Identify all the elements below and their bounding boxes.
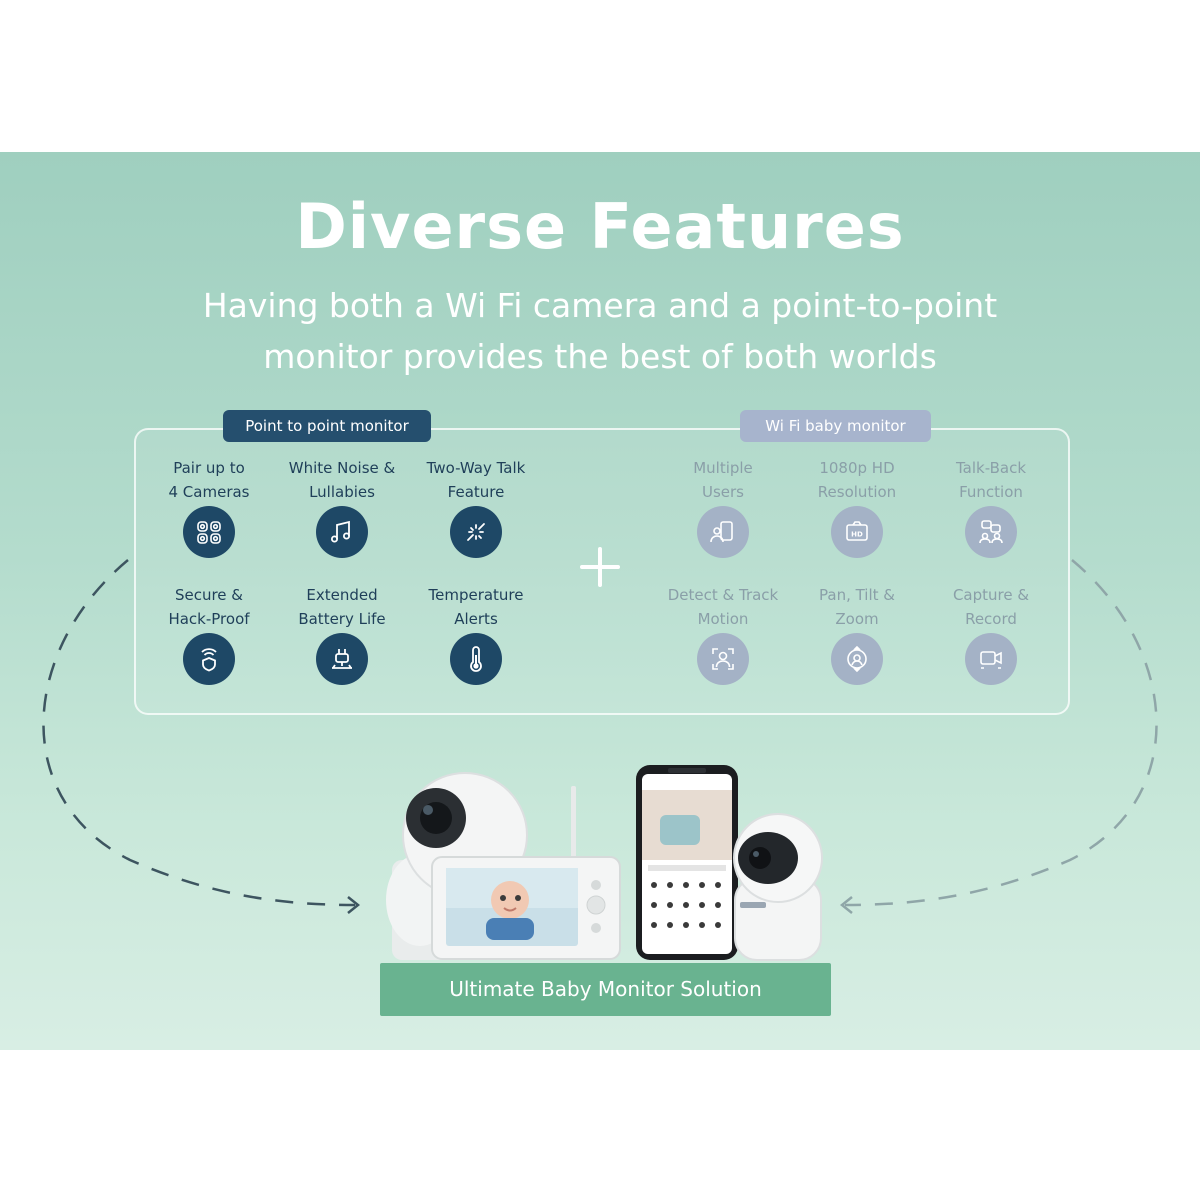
feature-label: Detect & Track Motion <box>667 586 779 628</box>
feature-label: Talk-Back Function <box>955 459 1027 501</box>
cameras-icon <box>183 506 235 558</box>
solution-banner-button: Ultimate Baby Monitor Solution <box>380 963 831 1016</box>
feature-two-way-talk: Two-Way Talk Feature <box>411 456 541 558</box>
feature-multiple-users: Multiple Users <box>658 456 788 558</box>
record-icon <box>965 633 1017 685</box>
shield-wifi-icon <box>183 633 235 685</box>
feature-label: Extended Battery Life <box>298 586 386 628</box>
svg-text:HD: HD <box>851 531 863 539</box>
feature-capture-record: Capture & Record <box>926 583 1056 685</box>
feature-pair-cameras: Pair up to 4 Cameras <box>144 456 274 558</box>
feature-talk-back: Talk-Back Function <box>926 456 1056 558</box>
feature-label: Multiple Users <box>693 459 753 501</box>
page-subtitle: Having both a Wi Fi camera and a point-t… <box>202 286 998 376</box>
feature-label: Secure & Hack-Proof <box>168 586 250 628</box>
pan-tilt-zoom-icon <box>831 633 883 685</box>
battery-plug-icon <box>316 633 368 685</box>
feature-label: Capture & Record <box>952 586 1030 628</box>
feature-battery: Extended Battery Life <box>277 583 407 685</box>
motion-track-icon <box>697 633 749 685</box>
feature-motion: Detect & Track Motion <box>658 583 788 685</box>
feature-label: Pair up to 4 Cameras <box>168 459 250 501</box>
feature-secure: Secure & Hack-Proof <box>144 583 274 685</box>
feature-label: 1080p HD Resolution <box>817 459 897 501</box>
talk-icon <box>450 506 502 558</box>
feature-label: Temperature Alerts <box>428 586 524 628</box>
users-icon <box>697 506 749 558</box>
feature-pan-tilt-zoom: Pan, Tilt & Zoom <box>792 583 922 685</box>
point-to-point-badge: Point to point monitor <box>223 410 431 442</box>
wifi-camera-illustration <box>733 813 823 961</box>
hd-camera-icon: HD <box>831 506 883 558</box>
feature-1080p: 1080p HD Resolution HD <box>792 456 922 558</box>
feature-label: Two-Way Talk Feature <box>426 459 526 501</box>
antenna <box>571 786 576 866</box>
music-notes-icon <box>316 506 368 558</box>
page-title: Diverse Features <box>295 190 905 263</box>
talk-back-icon <box>965 506 1017 558</box>
feature-label: Pan, Tilt & Zoom <box>819 586 895 628</box>
phone-illustration <box>636 765 738 960</box>
parent-unit-illustration <box>431 856 621 960</box>
plus-icon <box>580 547 620 587</box>
wifi-badge: Wi Fi baby monitor <box>740 410 931 442</box>
feature-white-noise: White Noise & Lullabies <box>277 456 407 558</box>
feature-temperature: Temperature Alerts <box>411 583 541 685</box>
thermometer-icon <box>450 633 502 685</box>
feature-label: White Noise & Lullabies <box>288 459 396 501</box>
